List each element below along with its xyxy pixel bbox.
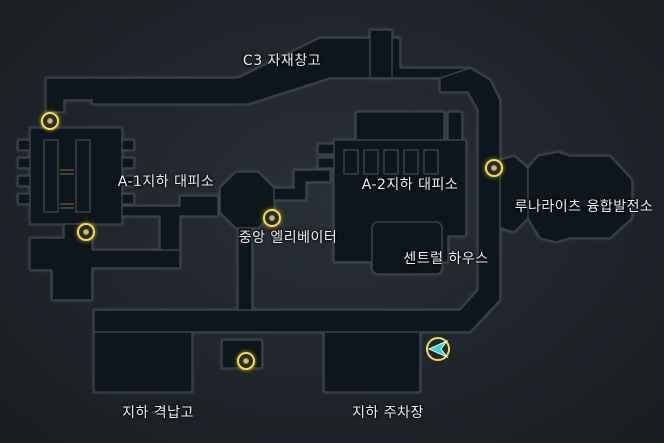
- player-position-arrow-icon[interactable]: [425, 336, 451, 362]
- label-a1-shelter: A-1지하 대피소: [117, 174, 215, 190]
- room-central-house: [371, 221, 443, 275]
- label-underground-parking: 지하 주차장: [352, 405, 424, 421]
- label-c3-warehouse: C3 자재창고: [242, 53, 322, 69]
- label-central-house: 센트럴 하우스: [403, 251, 489, 267]
- room-underground-parking: [323, 331, 421, 393]
- label-a2-shelter: A-2지하 대피소: [361, 177, 459, 193]
- corridor-a1-link: [121, 195, 219, 251]
- label-central-elevator: 중앙 엘리베이터: [238, 230, 338, 246]
- room-underground-hangar: [93, 331, 193, 393]
- a1-ladder-details: [60, 169, 74, 209]
- waypoint-lunalite-entrance-icon[interactable]: [485, 159, 503, 177]
- label-lunalite-plant: 루나라이츠 융합발전소: [514, 199, 654, 215]
- corridor-east-loop: [93, 67, 501, 333]
- room-a1-annex: [29, 223, 181, 301]
- corridor-north: [45, 37, 471, 113]
- room-lunalite-west: [499, 155, 529, 233]
- corridor-elevator-south: [237, 227, 253, 311]
- waypoint-a1-south-icon[interactable]: [77, 223, 95, 241]
- waypoint-central-elevator-icon[interactable]: [263, 209, 281, 227]
- waypoint-hangar-icon[interactable]: [237, 352, 255, 370]
- label-underground-hangar: 지하 격납고: [122, 405, 194, 421]
- room-central-elevator: [219, 171, 275, 229]
- room-c3-warehouse: [369, 29, 393, 79]
- waypoint-a1-north-icon[interactable]: [41, 112, 59, 130]
- room-lunalite-plant: [527, 151, 633, 243]
- corridor-a2-link: [273, 169, 331, 201]
